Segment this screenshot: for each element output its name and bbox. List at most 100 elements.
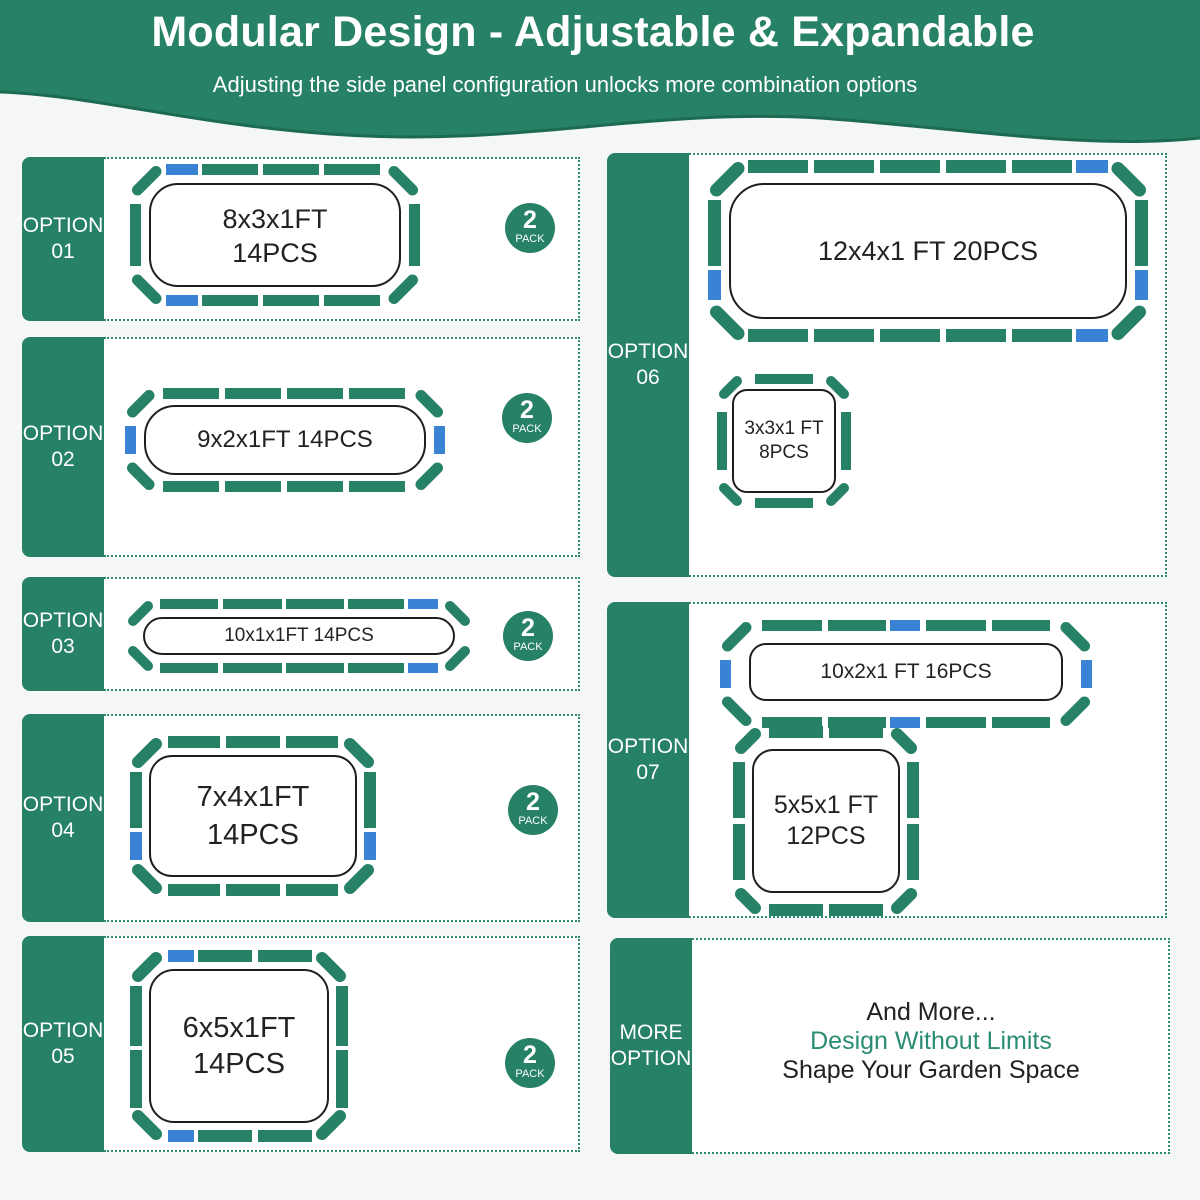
- bed-interior: [752, 749, 900, 893]
- side-panel: [720, 660, 731, 688]
- bed-diagram-3x3: [717, 374, 851, 508]
- corner-panel: [132, 864, 162, 894]
- bed-interior: [149, 969, 329, 1123]
- side-panel: [1076, 160, 1108, 173]
- side-panel: [130, 1050, 142, 1108]
- side-panel: [324, 295, 380, 306]
- tab-label-word: MORE: [619, 1021, 683, 1044]
- corner-panel: [388, 166, 418, 196]
- side-panel: [349, 481, 405, 492]
- header-banner: Modular Design - Adjustable & Expandable…: [0, 0, 1200, 160]
- option-label-03: 10x1x1FT 14PCS: [224, 625, 374, 646]
- side-panel: [163, 481, 219, 492]
- corner-panel: [388, 274, 418, 304]
- corner-panel: [826, 376, 849, 399]
- bed-diagram-8x3: [130, 164, 420, 306]
- side-panel: [434, 426, 445, 454]
- corner-panel: [1060, 622, 1090, 652]
- side-panel: [258, 1130, 312, 1142]
- tab-label-word: OPTION: [607, 340, 689, 363]
- side-panel: [163, 388, 219, 399]
- corner-panel: [344, 738, 374, 768]
- side-panel: [225, 388, 281, 399]
- side-panel: [1135, 270, 1148, 300]
- corner-panel: [415, 390, 443, 418]
- corner-panel: [891, 888, 917, 914]
- header-wave-background: [0, 0, 1200, 143]
- tab-label-word-2: OPTION: [610, 1047, 692, 1070]
- pack-text: PACK: [518, 815, 548, 827]
- corner-panel: [719, 483, 742, 506]
- pack-count: 2: [523, 1041, 537, 1069]
- bed-diagram-10x2: [720, 620, 1092, 728]
- side-panel: [1012, 160, 1072, 173]
- tab-label-word: OPTION: [22, 793, 104, 816]
- side-panel: [287, 481, 343, 492]
- more-line-and-more: And More...: [866, 998, 996, 1026]
- side-panel: [880, 160, 940, 173]
- side-panel: [926, 717, 986, 728]
- bed-interior: [143, 617, 455, 655]
- side-panel: [408, 663, 438, 673]
- option-label-07-small: 5x5x1 FT 12PCS: [773, 791, 879, 850]
- side-panel: [890, 620, 920, 631]
- corner-panel: [735, 888, 761, 914]
- side-panel: [168, 950, 194, 962]
- side-panel: [762, 620, 822, 631]
- side-panel: [1076, 329, 1108, 342]
- page-subtitle: Adjusting the side panel configuration u…: [212, 72, 918, 97]
- side-panel: [130, 986, 142, 1046]
- more-line-shape: Shape Your Garden Space: [782, 1056, 1080, 1084]
- side-panel: [907, 824, 919, 880]
- corner-panel: [826, 483, 849, 506]
- side-panel: [160, 663, 218, 673]
- side-panel: [130, 772, 142, 828]
- side-panel: [263, 295, 319, 306]
- corner-panel: [722, 622, 752, 652]
- bed-interior: [144, 405, 426, 475]
- more-option-card: MORE OPTION: [610, 938, 1170, 1154]
- corner-panel: [127, 390, 155, 418]
- side-panel: [409, 204, 420, 266]
- option-label-06-small: 3x3x1 FT 8PCS: [744, 418, 824, 463]
- corner-panel: [735, 728, 761, 754]
- tab-label-number: 03: [51, 635, 75, 658]
- side-panel: [946, 329, 1006, 342]
- side-panel: [348, 599, 404, 609]
- side-panel: [408, 599, 438, 609]
- corner-panel: [316, 1110, 346, 1140]
- option-label-05: 6x5x1FT 14PCS: [182, 1012, 296, 1080]
- side-panel: [336, 1050, 348, 1108]
- corner-panel: [316, 952, 346, 982]
- side-panel: [168, 736, 220, 748]
- corner-panel: [1111, 305, 1146, 340]
- pack-count: 2: [526, 788, 540, 816]
- tab-label-number: 02: [51, 448, 75, 471]
- side-panel: [263, 164, 319, 175]
- side-panel: [828, 620, 886, 631]
- side-panel: [829, 904, 883, 916]
- side-panel: [287, 388, 343, 399]
- corner-panel: [891, 728, 917, 754]
- corner-panel: [128, 601, 153, 626]
- more-text: And More... Design Without Limits Shape …: [692, 998, 1170, 1085]
- side-panel: [130, 832, 142, 860]
- side-panel: [748, 160, 808, 173]
- side-panel: [286, 663, 344, 673]
- corner-panel: [445, 646, 470, 671]
- option-label-07-main: 10x2x1 FT 16PCS: [820, 660, 992, 683]
- bed-diagram-12x4: [708, 160, 1148, 342]
- tab-label-word: OPTION: [22, 422, 104, 445]
- tab-label-word: OPTION: [607, 735, 689, 758]
- side-panel: [733, 824, 745, 880]
- tab-label-number: 05: [51, 1045, 75, 1068]
- side-panel: [130, 204, 141, 266]
- corner-panel: [719, 376, 742, 399]
- option-label-02: 9x2x1FT 14PCS: [197, 426, 373, 453]
- side-panel: [202, 164, 258, 175]
- side-panel: [125, 426, 136, 454]
- side-panel: [814, 160, 874, 173]
- tab-label-number: 07: [636, 761, 660, 784]
